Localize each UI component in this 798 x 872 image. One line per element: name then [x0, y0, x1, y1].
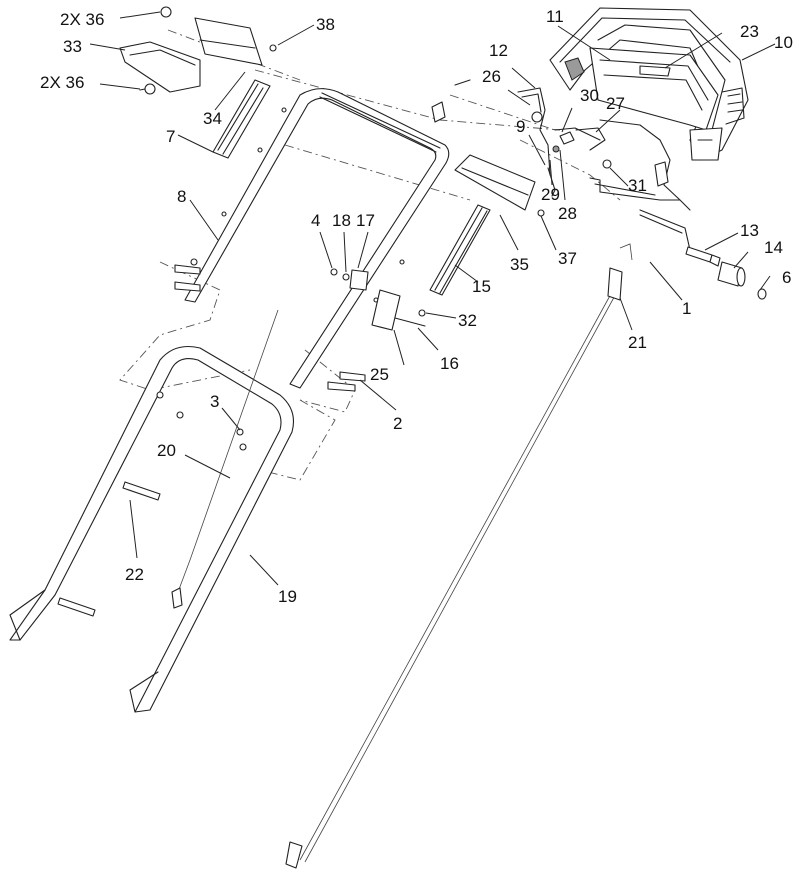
callout-32: 32: [458, 311, 477, 330]
cables: [171, 243, 633, 869]
leader-lines: [89, 11, 776, 586]
callout-4: 4: [311, 211, 320, 230]
callout-9: 9: [516, 117, 525, 136]
callout-34: 34: [203, 109, 222, 128]
callout-6: 6: [782, 268, 791, 287]
bolts-22: [57, 481, 161, 617]
callout-7: 7: [166, 127, 175, 146]
knob-hardware: [174, 264, 426, 392]
callout-18: 18: [332, 211, 351, 230]
control-linkage: [517, 87, 691, 211]
lower-handle: [9, 345, 295, 713]
callout-30: 30: [580, 86, 599, 105]
callout-1: 1: [682, 299, 691, 318]
callout-19: 19: [278, 587, 297, 606]
callout-35: 35: [510, 255, 529, 274]
callout-15: 15: [472, 277, 491, 296]
callout-28: 28: [558, 204, 577, 223]
callout-31: 31: [628, 176, 647, 195]
callout-29: 29: [541, 185, 560, 204]
callout-12: 12: [489, 41, 508, 60]
callout-27: 27: [606, 94, 625, 113]
callout-20: 20: [157, 441, 176, 460]
callout-21: 21: [628, 333, 647, 352]
callout-22: 22: [125, 565, 144, 584]
callout-16: 16: [440, 354, 459, 373]
callout-13: 13: [740, 221, 759, 240]
grips: [119, 17, 536, 296]
upper-handle: [184, 79, 471, 389]
callout-11: 11: [546, 7, 564, 26]
callout-10: 10: [774, 33, 793, 52]
callout-2x36-mid: 2X 36: [40, 73, 84, 92]
callout-14: 14: [764, 238, 783, 257]
callout-37: 37: [558, 249, 577, 268]
bail-control-assembly: [549, 7, 749, 161]
callout-25: 25: [370, 365, 389, 384]
callout-3: 3: [210, 392, 219, 411]
phantom-lines: [119, 29, 621, 481]
callout-38: 38: [316, 15, 335, 34]
callout-labels: 2X 36 38 33 2X 36 34 7 8 11 23 10 12 26 …: [40, 7, 793, 606]
control-rod: [639, 209, 767, 300]
callout-2: 2: [393, 414, 402, 433]
callout-2x36-top: 2X 36: [60, 10, 104, 29]
callout-33: 33: [63, 37, 82, 56]
callout-17: 17: [356, 211, 375, 230]
callout-26: 26: [482, 67, 501, 86]
fasteners-top: [139, 6, 545, 217]
callout-8: 8: [177, 187, 186, 206]
callout-23: 23: [740, 22, 759, 41]
